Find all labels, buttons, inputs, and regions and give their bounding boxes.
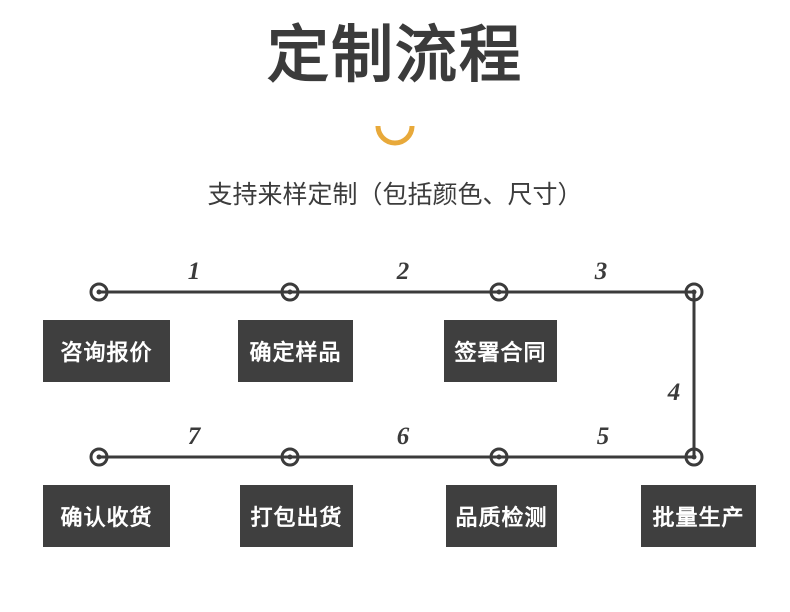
step-box-6[interactable]: 打包出货 xyxy=(240,485,353,547)
step-box-1[interactable]: 咨询报价 xyxy=(43,320,170,382)
step-box-3[interactable]: 签署合同 xyxy=(444,320,557,382)
step-box-4[interactable]: 批量生产 xyxy=(641,485,756,547)
arc-divider-icon xyxy=(374,124,416,166)
step-number-6: 6 xyxy=(396,423,410,450)
step-box-5[interactable]: 品质检测 xyxy=(446,485,557,547)
step-box-2[interactable]: 确定样品 xyxy=(238,320,353,382)
step-number-1: 1 xyxy=(187,258,201,285)
step-number-3: 3 xyxy=(594,258,608,285)
step-box-7[interactable]: 确认收货 xyxy=(43,485,170,547)
step-number-5: 5 xyxy=(596,423,610,450)
step-number-2: 2 xyxy=(396,258,410,285)
step-number-4: 4 xyxy=(667,379,681,406)
page-subtitle: 支持来样定制（包括颜色、尺寸） xyxy=(207,181,583,209)
flow-connector-lines xyxy=(89,282,704,467)
page-title: 定制流程 xyxy=(266,21,523,90)
flow-diagram: 1 2 3 4 5 6 7 咨询报价 确定样品 签署合同 批量生产 品质检测 打… xyxy=(0,250,790,580)
step-number-7: 7 xyxy=(187,423,201,450)
